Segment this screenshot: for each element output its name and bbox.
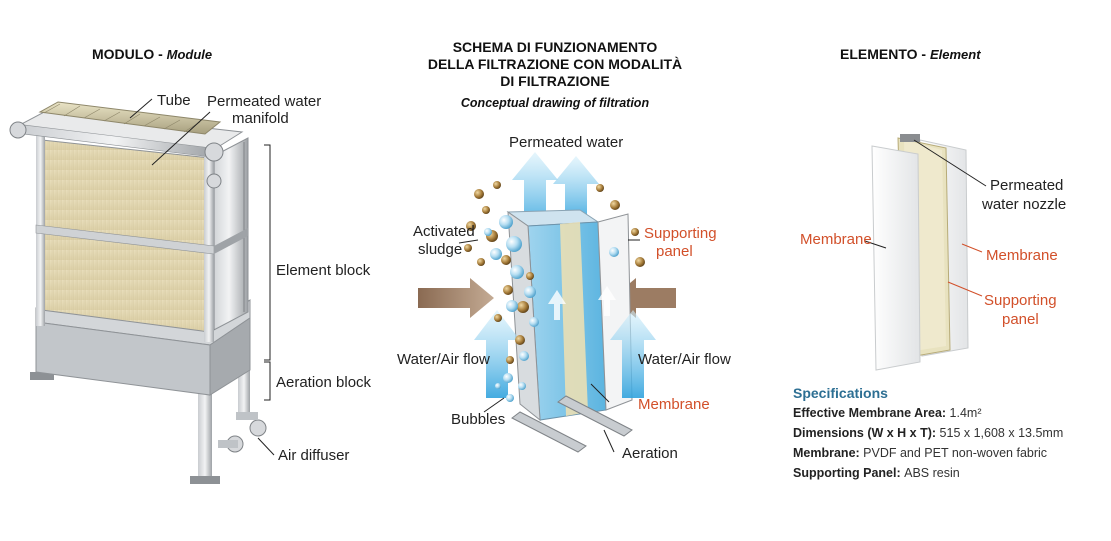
spec-supporting-panel: Supporting Panel: ABS resin xyxy=(793,466,960,480)
element-membrane-front xyxy=(871,145,921,371)
label-element-supporting-line1: Supporting xyxy=(984,292,1057,309)
label-aeration: Aeration xyxy=(622,445,678,462)
label-activated-line2: sludge xyxy=(418,241,463,258)
module-title: MODULO - Module xyxy=(92,46,213,62)
air-bubbles xyxy=(484,215,619,402)
label-nozzle-line1: Permeated xyxy=(990,177,1064,194)
spec-membrane: Membrane: PVDF and PET non-woven fabric xyxy=(793,446,1048,460)
schema-subtitle: Conceptual drawing of filtration xyxy=(460,96,650,110)
label-manifold-line2: manifold xyxy=(232,110,289,127)
sludge-particles xyxy=(464,181,645,364)
label-water-air-flow-right: Water/Air flow xyxy=(638,351,731,368)
label-air-diffuser: Air diffuser xyxy=(278,447,350,464)
label-element-supporting-line2: panel xyxy=(1002,311,1039,328)
label-permeated-water: Permeated water xyxy=(509,134,624,151)
label-supporting-panel-line2: panel xyxy=(656,243,693,260)
label-membrane-right: Membrane xyxy=(986,247,1058,264)
label-aeration-block: Aeration block xyxy=(276,374,372,391)
label-tube: Tube xyxy=(157,92,191,109)
specifications-block: Specifications Effective Membrane Area: … xyxy=(793,385,1063,483)
label-supporting-panel-line1: Supporting xyxy=(644,225,717,242)
element-title: ELEMENTO - Element xyxy=(840,46,981,62)
label-nozzle-line2: water nozzle xyxy=(982,196,1067,213)
label-water-air-flow-left: Water/Air flow xyxy=(397,351,490,368)
label-activated-line1: Activated xyxy=(413,223,475,240)
label-membrane-schema: Membrane xyxy=(638,396,710,413)
label-element-block: Element block xyxy=(276,262,371,279)
label-manifold-line1: Permeated water xyxy=(207,93,322,110)
specifications-title: Specifications xyxy=(793,385,888,401)
label-bubbles: Bubbles xyxy=(451,411,506,428)
spec-dimensions: Dimensions (W x H x T): 515 x 1,608 x 13… xyxy=(793,426,1064,440)
label-membrane-left: Membrane xyxy=(800,231,872,248)
schema-title: SCHEMA DI FUNZIONAMENTO DELLA FILTRAZION… xyxy=(427,39,683,89)
spec-membrane-area: Effective Membrane Area: 1.4m² xyxy=(793,406,982,420)
